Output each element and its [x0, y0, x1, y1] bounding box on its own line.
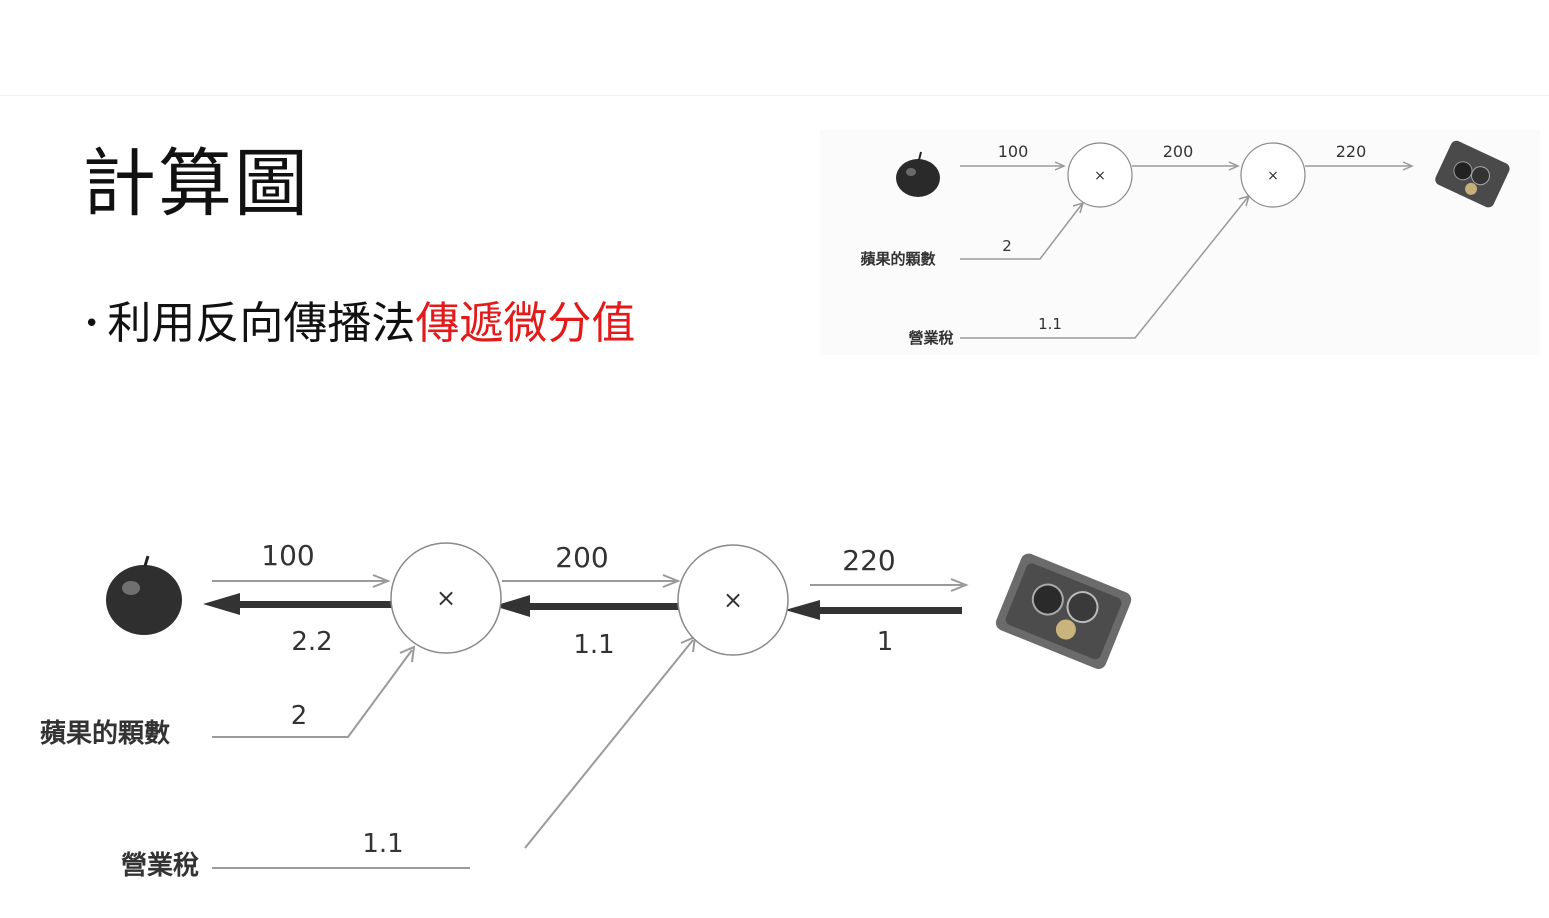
slide-title: 計算圖: [82, 140, 310, 229]
tax-value: 1.1: [362, 829, 403, 859]
node-label: ×: [436, 584, 456, 612]
edge-value: 1.1: [1038, 315, 1062, 333]
apple-count-label: 蘋果的顆數: [860, 250, 935, 268]
apple-count-label: 蘋果的顆數: [40, 718, 170, 749]
bullet-highlight: 傳遞微分值: [415, 298, 635, 349]
edge-value: 220: [1336, 142, 1367, 161]
bullet-item: • 利用反向傳播法傳遞微分值: [84, 298, 635, 351]
backward-value: 2.2: [291, 627, 332, 657]
forward-value: 200: [555, 541, 608, 574]
forward-value: 220: [842, 544, 895, 577]
bullet-dot: •: [84, 309, 99, 339]
large-forward-arrows: [212, 575, 966, 868]
multiply-node-icon: ×: [391, 543, 501, 653]
apple-icon: [896, 152, 940, 197]
multiply-node-icon: ×: [1068, 143, 1132, 207]
large-backward-arrows: [203, 593, 962, 620]
backward-value: 1: [877, 627, 894, 657]
node-label: ×: [1094, 168, 1106, 184]
bullet-text: 利用反向傳播法: [107, 298, 415, 349]
node-label: ×: [723, 586, 743, 614]
apple-count-value: 2: [291, 701, 308, 731]
edge-value: 200: [1163, 142, 1194, 161]
tax-label: 營業稅: [908, 329, 954, 347]
edge-value: 2: [1002, 237, 1012, 255]
small-forward-arrows: [960, 162, 1412, 338]
wallet-icon: [1433, 139, 1511, 210]
node-label: ×: [1267, 168, 1279, 184]
apple-icon: [106, 556, 182, 635]
backward-value: 1.1: [573, 630, 614, 660]
small-diagram-background: [820, 130, 1540, 355]
multiply-node-icon: ×: [678, 545, 788, 655]
multiply-node-icon: ×: [1241, 143, 1305, 207]
edge-value: 100: [998, 142, 1029, 161]
wallet-icon: [993, 551, 1133, 671]
header-divider: [0, 95, 1549, 96]
forward-value: 100: [261, 539, 314, 572]
tax-label: 營業稅: [121, 851, 199, 881]
